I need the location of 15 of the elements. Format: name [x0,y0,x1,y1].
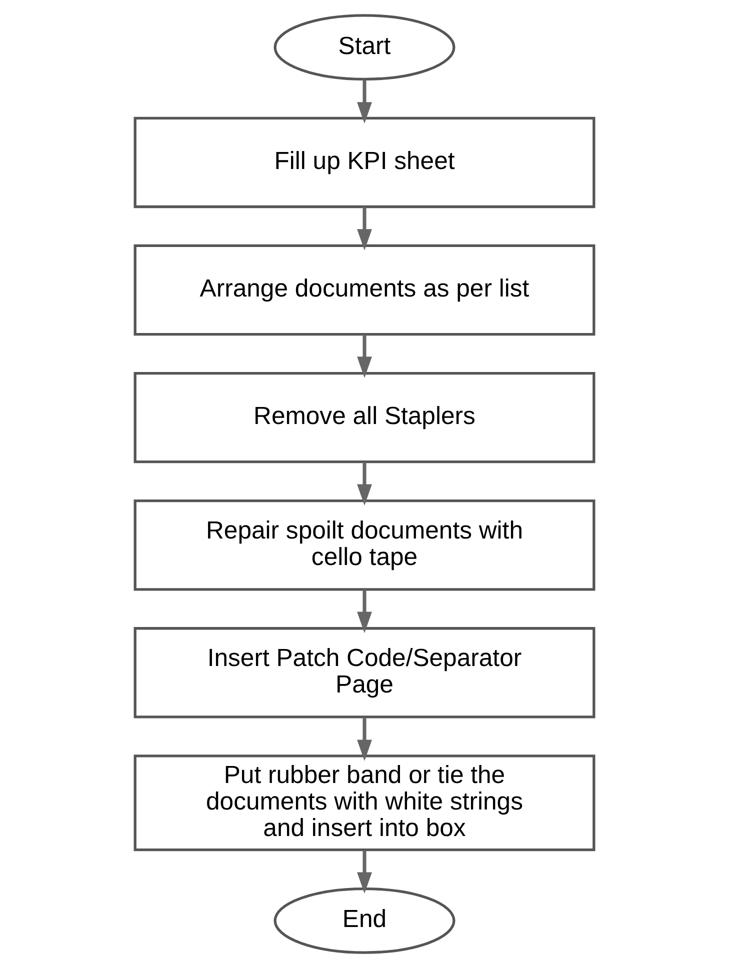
arrow [357,462,372,506]
arrow [357,850,372,894]
node-box: Put rubber band or tie the documents with white strings and insert into box [134,754,596,852]
node-ellipse: End [274,887,456,954]
node-box: Fill up KPI sheet [134,116,596,208]
node-ellipse: Start [274,14,456,81]
arrow [357,590,372,634]
node-box: Insert Patch Code/Separator Page [134,627,596,718]
arrow [357,80,372,124]
node-box: Repair spoilt documents with cello tape [134,500,596,591]
arrow [357,334,372,378]
node-box: Remove all Staplers [134,372,596,464]
node-box: Arrange documents as per list [134,244,596,336]
arrow [357,717,372,762]
arrow [357,206,372,250]
